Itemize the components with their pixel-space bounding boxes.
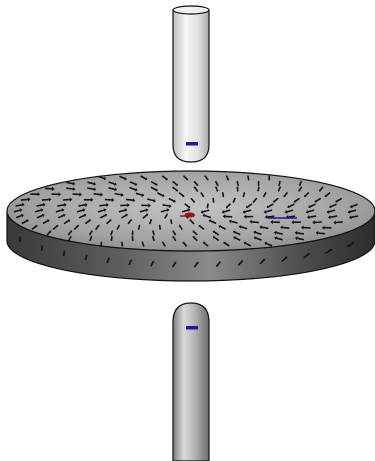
- lower-probe-marker: [186, 326, 198, 330]
- upper-probe-marker: [186, 142, 198, 146]
- upper-probe-tube: [173, 6, 209, 162]
- vector-field-disc: [7, 171, 375, 281]
- lower-probe-tube: [173, 303, 209, 461]
